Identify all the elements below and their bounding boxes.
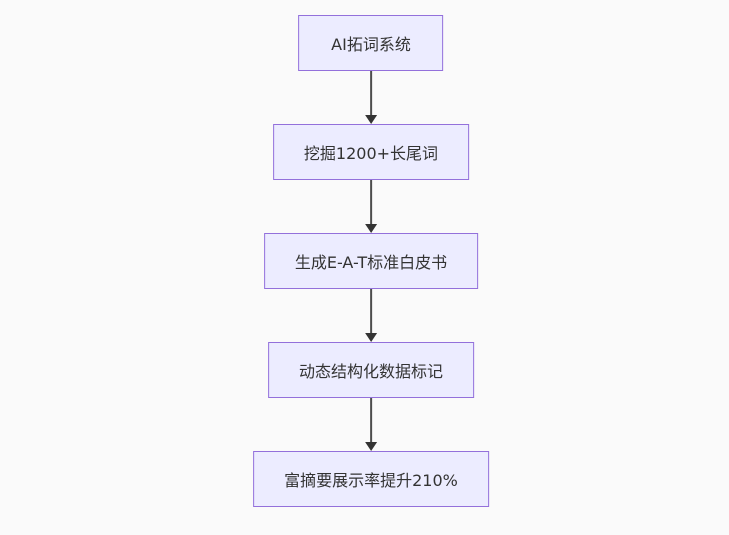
arrow-down-icon <box>365 115 377 124</box>
flow-edge-1 <box>365 71 377 124</box>
flowchart: AI拓词系统 挖掘1200+长尾词 生成E-A-T标准白皮书 动态结构化数据标记 <box>253 15 489 507</box>
flow-node-eat-whitepaper: 生成E-A-T标准白皮书 <box>263 233 479 289</box>
arrow-shaft <box>370 398 372 442</box>
flow-node-rich-snippet-uplift: 富摘要展示率提升210% <box>253 451 489 507</box>
flow-node-structured-data-markup: 动态结构化数据标记 <box>267 342 474 398</box>
arrow-shaft <box>370 289 372 333</box>
arrow-shaft <box>370 71 372 115</box>
arrow-down-icon <box>365 442 377 451</box>
flow-node-label: 动态结构化数据标记 <box>298 362 443 381</box>
arrow-down-icon <box>365 224 377 233</box>
flow-node-label: 挖掘1200+长尾词 <box>303 144 439 163</box>
flow-node-label: AI拓词系统 <box>331 35 411 54</box>
flow-edge-2 <box>365 180 377 233</box>
flow-edge-3 <box>365 289 377 342</box>
arrow-shaft <box>370 180 372 224</box>
arrow-down-icon <box>365 333 377 342</box>
flow-edge-4 <box>365 398 377 451</box>
flow-node-ai-keyword-system: AI拓词系统 <box>298 15 444 71</box>
flow-node-longtail-mining: 挖掘1200+长尾词 <box>272 124 470 180</box>
flow-node-label: 富摘要展示率提升210% <box>284 471 458 490</box>
flow-node-label: 生成E-A-T标准白皮书 <box>294 253 448 272</box>
